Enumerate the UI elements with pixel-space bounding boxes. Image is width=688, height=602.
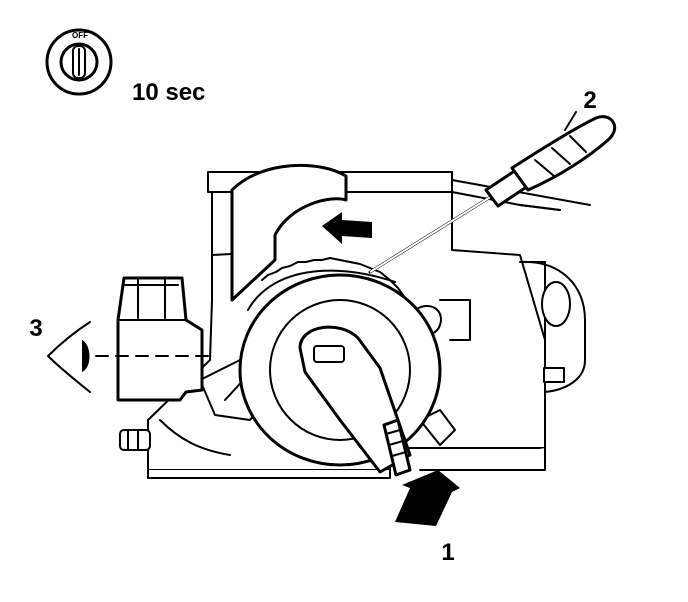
vacuum-fitting [119,429,151,451]
key-position-label: OFF [72,31,88,40]
eye-view-icon [47,321,216,393]
push-arrow-icon [395,470,460,526]
duration-label: 10 sec [132,79,205,106]
throttle-cam [230,163,442,477]
callout-1-label: 1 [441,539,454,566]
screwdriver-tool [368,115,617,274]
callout-2-label: 2 [583,87,596,114]
ignition-key-off-icon: OFF [45,28,113,96]
sensor-connector [116,276,204,402]
callout-3-label: 3 [29,315,42,342]
callout-2-leader [564,111,577,131]
